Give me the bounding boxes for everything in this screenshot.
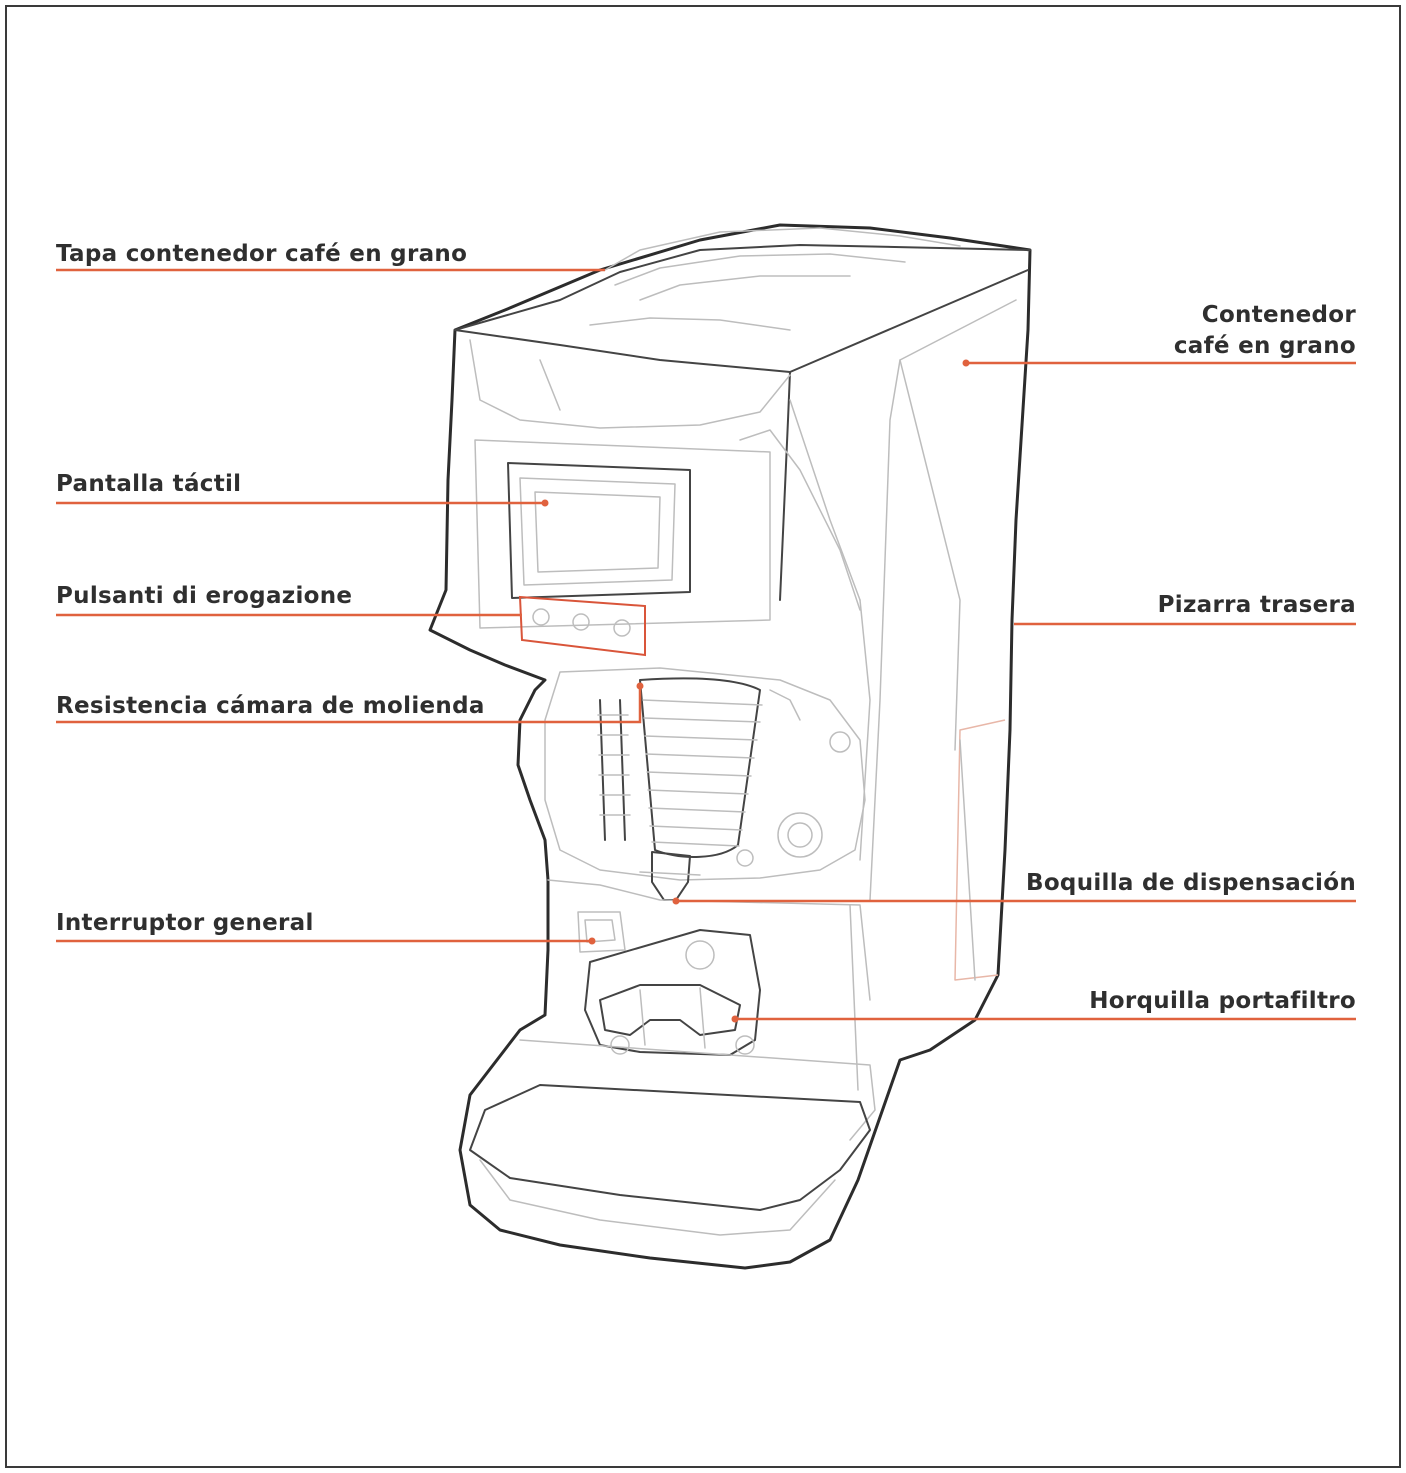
- label-hopper-lid: Tapa contenedor café en grano: [56, 241, 467, 267]
- leader-lines: [56, 268, 1356, 1023]
- main-switch-drawing: [577, 911, 626, 953]
- diagram-frame: [5, 5, 1401, 1468]
- label-hopper-line1: Contenedor: [1202, 302, 1357, 328]
- label-touch-screen: Pantalla táctil: [56, 471, 241, 497]
- base-tray-drawing: [469, 1039, 876, 1236]
- label-portafilter-fork: Horquilla portafiltro: [1089, 988, 1356, 1014]
- label-back-panel: Pizarra trasera: [1158, 592, 1356, 618]
- label-hopper-line2: café en grano: [1174, 333, 1356, 359]
- hopper-lid-drawing: [454, 227, 1031, 331]
- dispense-buttons-drawing: [518, 595, 646, 657]
- machine-outline: [428, 223, 1032, 1270]
- label-spout: Boquilla de dispensación: [1026, 870, 1356, 896]
- label-heater: Resistencia cámara de molienda: [56, 693, 485, 719]
- portafilter-fork-drawing: [584, 929, 761, 1056]
- grinding-chamber-drawing: [544, 667, 866, 881]
- part-labels: Tapa contenedor café en grano Contenedor…: [56, 241, 1356, 1014]
- grinder-machine-drawing: [428, 223, 1032, 1270]
- touch-screen-drawing: [474, 429, 861, 629]
- label-dispense-buttons: Pulsanti di erogazione: [56, 583, 352, 609]
- label-main-switch: Interruptor general: [56, 910, 314, 936]
